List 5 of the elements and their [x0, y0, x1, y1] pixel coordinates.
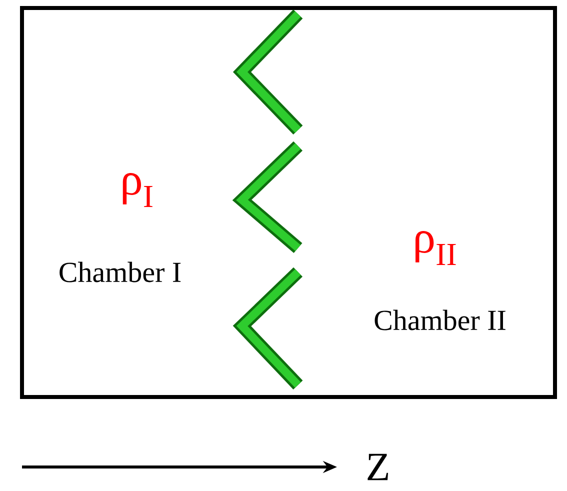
chamber-label: Chamber I: [60, 262, 181, 282]
density-label: ρ$_{I}$: [122, 172, 152, 208]
axis-label: Z: [368, 454, 388, 480]
chamber-label: Chamber II: [374, 310, 506, 330]
density-label: ρ$_{II}$: [416, 230, 456, 266]
